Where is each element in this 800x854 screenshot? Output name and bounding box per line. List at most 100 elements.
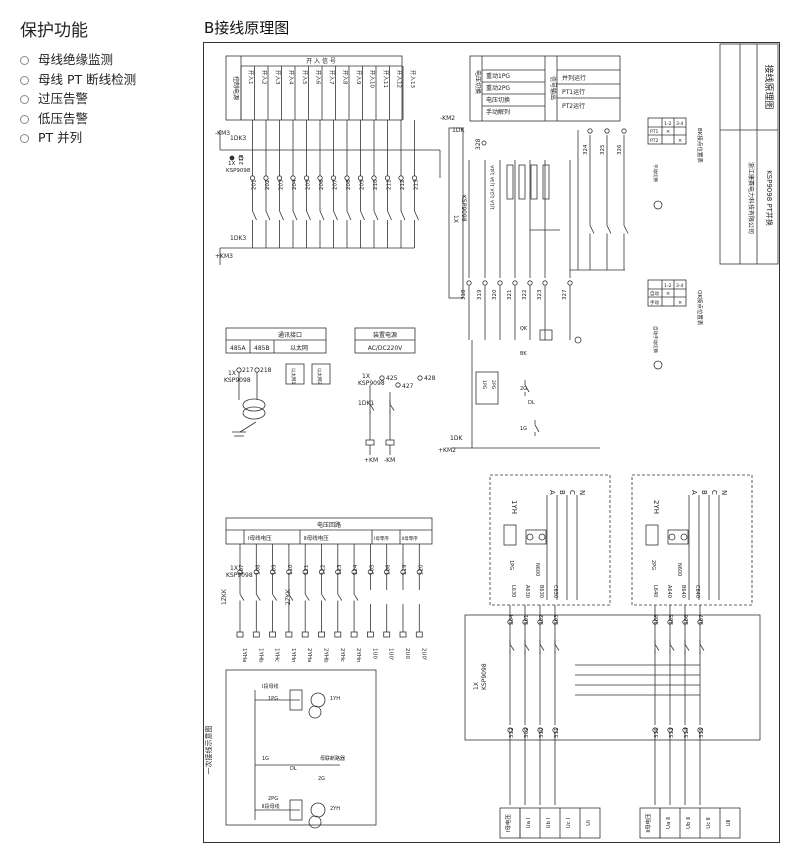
input-control-label: 控制电源: [232, 76, 240, 100]
switch-caption: 手动切换: [652, 164, 659, 182]
switch-row: 自动: [650, 290, 659, 297]
switch-contact: [699, 643, 705, 651]
terminal: [395, 382, 401, 388]
terminal-number: 311: [554, 728, 560, 739]
v-label: 2YHa: [306, 648, 312, 662]
switching-block: [464, 614, 761, 741]
terminal: [238, 155, 244, 161]
title-block-company: 浙江康赛电力科技有限公司: [747, 162, 755, 234]
switch-contact: [353, 593, 359, 601]
switch-col: 3-4: [676, 121, 683, 127]
fuse: [269, 631, 277, 638]
terminal-number: 124: [353, 564, 359, 575]
terminal-number: 425: [386, 375, 398, 382]
terminal-number: 206: [319, 179, 325, 190]
pt-name: 2YH: [652, 500, 660, 514]
terminal-number: 313: [669, 727, 675, 738]
coil: [538, 533, 546, 541]
primary-label: Ⅰ段母线: [262, 683, 278, 690]
relay-label: 1J1A 1J2A 1J3A 1J4A: [490, 164, 496, 210]
section-title: 保护功能: [20, 21, 88, 41]
pt-pg: 1PG: [508, 560, 514, 570]
diagram-title: B接线原理图: [204, 19, 290, 37]
switch-col: 1-2: [664, 121, 671, 127]
fuse: [334, 631, 342, 638]
bus-label: Ⅰ母电压: [504, 813, 512, 832]
terminal-number: 306: [684, 614, 690, 625]
terminal: [482, 280, 488, 286]
output-label: 重动1PG: [486, 72, 510, 80]
bus1-table: [499, 807, 601, 839]
terminal-number: 109: [272, 564, 278, 575]
terminal: [497, 280, 503, 286]
coil: [680, 533, 688, 541]
terminal: [552, 727, 558, 733]
switch-caption: 自动手动切换: [652, 326, 659, 353]
terminal-block-label: 1X: [362, 373, 370, 380]
terminal: [229, 155, 235, 161]
pt-relay: [645, 524, 659, 546]
terminal-number: 121: [304, 565, 310, 576]
switch-contact: [414, 210, 419, 221]
terminal-number: 214: [239, 154, 245, 165]
dk-label: 1DK1: [358, 400, 374, 407]
device-label: KSP9098: [226, 572, 253, 579]
v-label: 2U0': [420, 648, 426, 661]
switch-contact: [321, 593, 326, 601]
dk3-label: 1DK3: [230, 235, 246, 242]
switch-contact: [389, 403, 395, 411]
terminal-number: 203: [279, 179, 285, 190]
switch-contact: [304, 593, 310, 601]
terminal-number: 119: [402, 564, 408, 575]
input-label: 开入10: [369, 70, 376, 88]
switch-contact: [654, 643, 660, 651]
switch-contact: [400, 210, 406, 221]
terminal-number: 304: [509, 614, 515, 625]
bus-cell: UⅡ: [726, 819, 732, 826]
output-label: 手动解列: [486, 108, 510, 116]
input-label: 开入9: [355, 70, 362, 85]
vcircuit-table: [225, 517, 433, 545]
title-block: [719, 43, 779, 265]
bus-label: Ⅱ母电压: [644, 813, 652, 833]
terminal: [697, 727, 703, 733]
bus-cell: Ua Ⅰ: [526, 817, 532, 828]
comm-cell: 485B: [254, 345, 270, 352]
terminal: [667, 727, 673, 733]
list-item: 母线 PT 断线检测: [20, 70, 136, 90]
input-label: 开入5: [301, 70, 308, 85]
relay-contact: [530, 164, 538, 200]
switch-contact: [524, 643, 530, 651]
terminal: [682, 727, 688, 733]
terminal-number: 328: [475, 138, 482, 150]
terminal: [379, 375, 385, 381]
terminal: [481, 140, 487, 146]
terminal-number: 308: [654, 614, 660, 625]
terminal: [466, 280, 472, 286]
input-label: 开入7: [328, 70, 335, 85]
fuse: [366, 631, 374, 638]
pt-n: N600: [534, 563, 540, 576]
pt-wire-label: L630: [510, 585, 516, 597]
transformer-coil: [310, 692, 326, 708]
input-label: 开入1: [247, 70, 254, 85]
v-label: 1YHb: [257, 648, 263, 663]
pt-wire-label: C640: [694, 585, 700, 598]
v-label: 1YHc: [274, 648, 280, 662]
coil: [668, 533, 676, 541]
pt-wire-label: C630: [552, 585, 558, 598]
pt-wire-label: L640: [652, 585, 658, 597]
pt1-group: [489, 474, 611, 606]
eth-port: [285, 363, 305, 385]
fuse: [415, 631, 423, 638]
terminal-block-label: 1X: [452, 215, 459, 223]
primary-label: DL: [290, 766, 297, 772]
terminal-number: 213: [414, 179, 420, 190]
terminal-number: 204: [292, 179, 298, 190]
signal-label: PT1运行: [562, 88, 585, 96]
terminal-number: 323: [537, 289, 543, 300]
terminal-number: 210: [373, 179, 379, 190]
terminal-number: 208: [346, 179, 352, 190]
dk-label: 1DK: [452, 127, 465, 134]
terminal: [587, 128, 593, 134]
